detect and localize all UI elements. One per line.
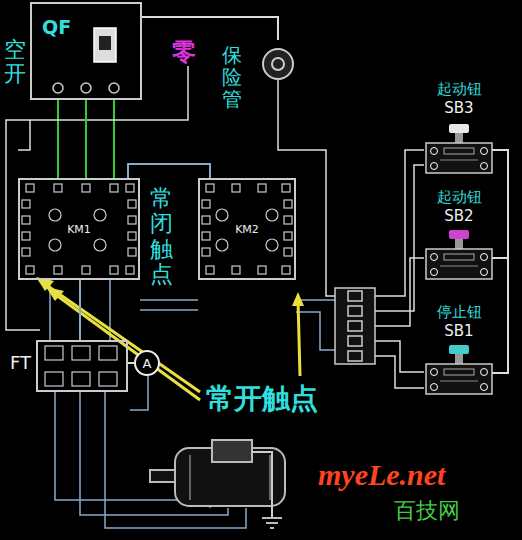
device-box: 空开QF	[30, 2, 142, 100]
neutral-label: 零	[172, 36, 196, 68]
button-code: SB1	[418, 322, 500, 340]
watermark: 百技网	[394, 496, 460, 526]
button-label: 停止钮	[418, 303, 500, 322]
device-box: 保险管	[222, 40, 302, 112]
device-code: QF	[42, 16, 71, 38]
wire-connector	[492, 258, 508, 373]
fuse-label: 保险管	[222, 44, 242, 110]
fuse-symbol	[263, 49, 293, 79]
wire-connector	[85, 100, 87, 178]
push-buttons	[426, 124, 492, 394]
ammeter-label: A	[143, 356, 152, 371]
relay-code: FT	[10, 352, 31, 373]
device-box: 起动钮SB3	[418, 80, 500, 178]
wire-connector	[79, 280, 81, 340]
device-box: KM1	[18, 178, 140, 280]
button-label: 起动钮	[418, 80, 500, 99]
device-box: A	[134, 350, 160, 376]
device-heading: 空开	[4, 38, 26, 86]
button-label: 起动钮	[418, 188, 500, 207]
terminal-block	[335, 288, 375, 364]
contactor-terminals	[22, 184, 292, 386]
motor	[150, 440, 285, 528]
button-code: SB3	[418, 99, 500, 117]
contactor-label: KM2	[235, 223, 259, 236]
contactor-label: KM1	[67, 223, 91, 236]
device-box: 起动钮SB2	[418, 188, 500, 284]
wire-connector	[128, 164, 210, 178]
button-code: SB2	[418, 207, 500, 225]
nc-contact-label: 常闭触点	[150, 186, 173, 287]
watermark: myeLe.net	[318, 458, 445, 492]
device-box: FT	[36, 340, 128, 392]
wire-connector	[492, 150, 508, 258]
device-box: 停止钮SB1	[418, 303, 500, 399]
phase-wires	[58, 100, 114, 178]
no-contact-label: 常开触点	[206, 380, 318, 418]
callout-arrows	[36, 277, 304, 400]
wire-connector	[142, 17, 278, 40]
device-box: KM2	[198, 178, 296, 280]
